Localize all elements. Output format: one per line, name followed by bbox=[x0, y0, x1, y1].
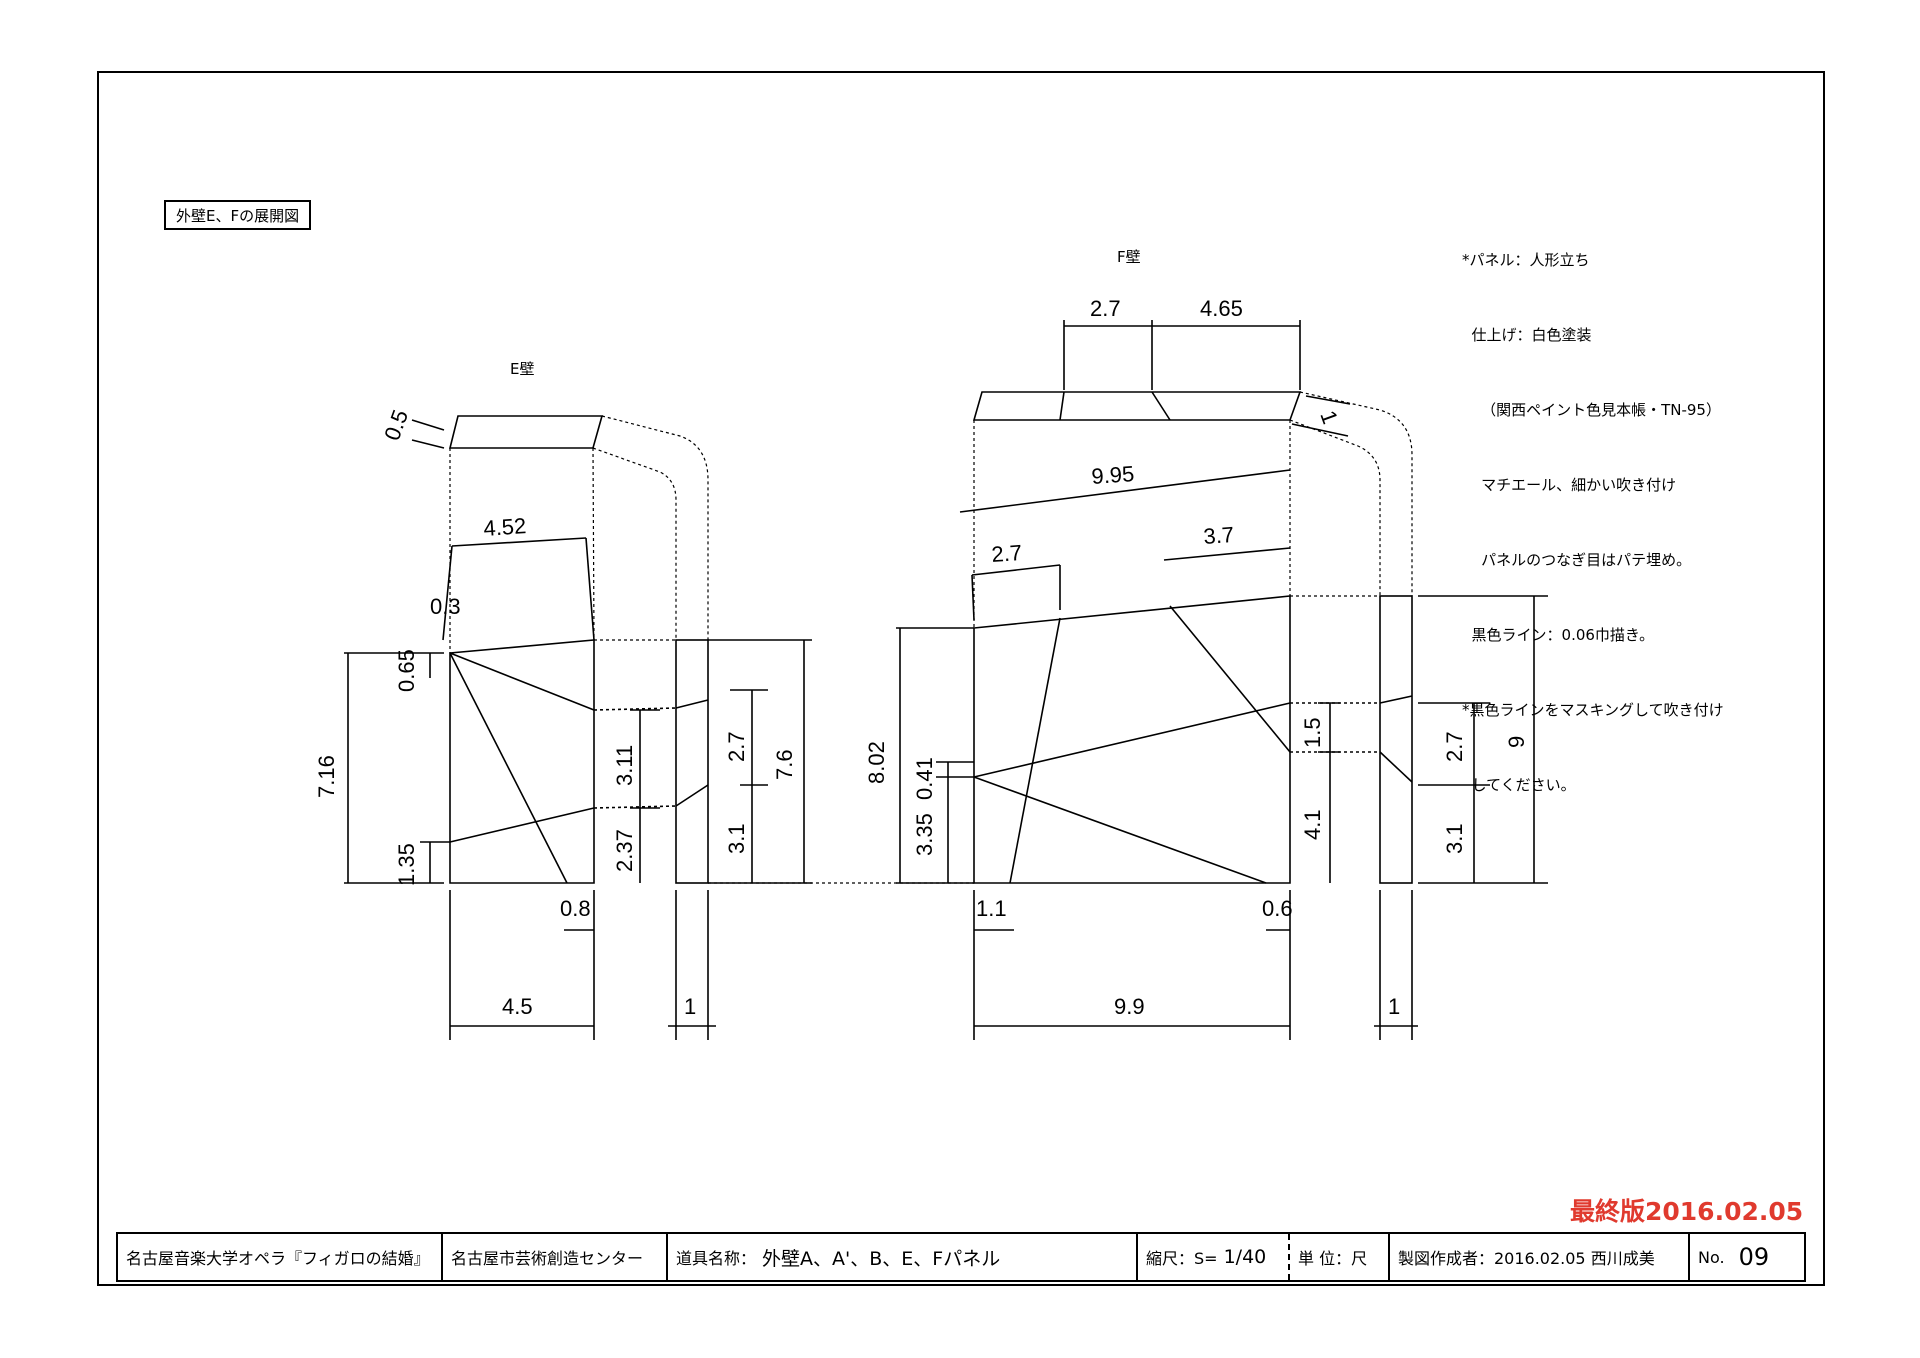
author-cell: 製図作成者：2016.02.05 西川成美 bbox=[1390, 1234, 1690, 1280]
f-dim-left-height: 8.02 bbox=[864, 741, 889, 784]
production-name: 名古屋音楽大学オペラ『フィガロの結婚』 bbox=[126, 1249, 430, 1268]
title-block: 名古屋音楽大学オペラ『フィガロの結婚』 名古屋市芸術創造センター 道具名称： 外… bbox=[116, 1232, 1806, 1282]
unit-label: 単 位： bbox=[1298, 1249, 1352, 1268]
f-dim-side-thickness: 1 bbox=[1315, 407, 1343, 427]
number-cell: No. 09 bbox=[1690, 1234, 1804, 1280]
f-dim-left-small: 0.41 bbox=[912, 757, 937, 800]
scale-value: 1/40 bbox=[1223, 1246, 1267, 1268]
note-line: *黒色ラインをマスキングして吹き付け bbox=[1462, 701, 1724, 719]
author: 製図作成者：2016.02.05 西川成美 bbox=[1398, 1249, 1655, 1268]
f-dim-bottom-right-offset: 0.6 bbox=[1262, 896, 1293, 921]
e-dim-side-upper: 2.7 bbox=[724, 731, 749, 762]
e-dim-side-total: 7.6 bbox=[772, 749, 797, 780]
e-dim-side-width: 1 bbox=[684, 994, 696, 1019]
scale-label: 縮尺：S= bbox=[1146, 1249, 1218, 1268]
note-line: マチエール、細かい吹き付け bbox=[1462, 476, 1677, 494]
e-dim-side-lower: 3.1 bbox=[724, 823, 749, 854]
f-dim-side-total: 9 bbox=[1504, 736, 1529, 748]
f-wall-geometry bbox=[896, 320, 1548, 1040]
f-dim-diag-left: 2.7 bbox=[991, 540, 1023, 567]
note-line: パネルのつなぎ目はパテ埋め。 bbox=[1462, 551, 1692, 569]
f-dim-left-lower: 3.35 bbox=[912, 813, 937, 856]
unit-cell: 単 位： 尺 bbox=[1290, 1234, 1390, 1280]
item-label: 道具名称： bbox=[676, 1249, 757, 1268]
venue-name: 名古屋市芸術創造センター bbox=[451, 1249, 644, 1268]
e-dim-left-bottom: 1.35 bbox=[394, 843, 419, 886]
final-version-stamp: 最終版2016.02.05 bbox=[1570, 1197, 1804, 1226]
e-dim-top-width: 4.52 bbox=[483, 513, 527, 541]
e-dim-left-top: 0.65 bbox=[394, 649, 419, 692]
scale-cell: 縮尺：S= 1/40 bbox=[1138, 1234, 1290, 1280]
f-dim-top-a: 2.7 bbox=[1090, 296, 1121, 321]
f-dim-right-lower: 4.1 bbox=[1300, 809, 1325, 840]
f-dim-side-upper: 2.7 bbox=[1442, 731, 1467, 762]
production-cell: 名古屋音楽大学オペラ『フィガロの結婚』 bbox=[118, 1234, 443, 1280]
f-dim-top-b: 4.65 bbox=[1200, 296, 1243, 321]
unit-value: 尺 bbox=[1351, 1249, 1368, 1268]
f-dim-side-lower: 3.1 bbox=[1442, 823, 1467, 854]
note-line: 仕上げ：白色塗装 bbox=[1462, 326, 1592, 344]
note-line: *パネル：人形立ち bbox=[1462, 251, 1590, 269]
e-dim-bottom-offset: 0.8 bbox=[560, 896, 591, 921]
f-wall-title: F壁 bbox=[1117, 248, 1141, 266]
f-dim-base-width: 9.9 bbox=[1114, 994, 1145, 1019]
f-dim-side-width: 1 bbox=[1388, 994, 1400, 1019]
e-dim-offset: 0.3 bbox=[430, 594, 461, 619]
e-dim-mid-lower: 2.37 bbox=[612, 829, 637, 872]
e-dim-top-thickness: 0.5 bbox=[379, 406, 413, 443]
item-value: 外壁A、A'、B、E、Fパネル bbox=[762, 1247, 1001, 1270]
venue-cell: 名古屋市芸術創造センター bbox=[443, 1234, 668, 1280]
e-dim-mid-upper: 3.11 bbox=[612, 745, 637, 786]
note-line: 黒色ライン：0.06巾描き。 bbox=[1462, 626, 1655, 644]
drawing-frame bbox=[97, 71, 1825, 1286]
sheet-label: 外壁E、Fの展開図 bbox=[164, 200, 312, 230]
number-label: No. bbox=[1698, 1247, 1725, 1267]
notes: *パネル：人形立ち 仕上げ：白色塗装 （関西ペイント色見本帳・TN-95） マチ… bbox=[1462, 198, 1792, 823]
f-dim-bottom-left-offset: 1.1 bbox=[976, 896, 1007, 921]
item-cell: 道具名称： 外壁A、A'、B、E、Fパネル bbox=[668, 1234, 1138, 1280]
e-dim-base-width: 4.5 bbox=[502, 994, 533, 1019]
e-wall-title: E壁 bbox=[510, 360, 534, 378]
number-value: 09 bbox=[1738, 1243, 1770, 1271]
f-dim-right-mid: 1.5 bbox=[1300, 717, 1325, 748]
note-line: （関西ペイント色見本帳・TN-95） bbox=[1462, 401, 1721, 419]
f-dim-diag-right: 3.7 bbox=[1203, 522, 1235, 549]
e-dim-left-height: 7.16 bbox=[314, 755, 339, 798]
note-line: してください。 bbox=[1462, 776, 1576, 794]
f-dim-diag-total: 9.95 bbox=[1091, 461, 1135, 489]
e-wall-geometry bbox=[344, 415, 976, 1040]
